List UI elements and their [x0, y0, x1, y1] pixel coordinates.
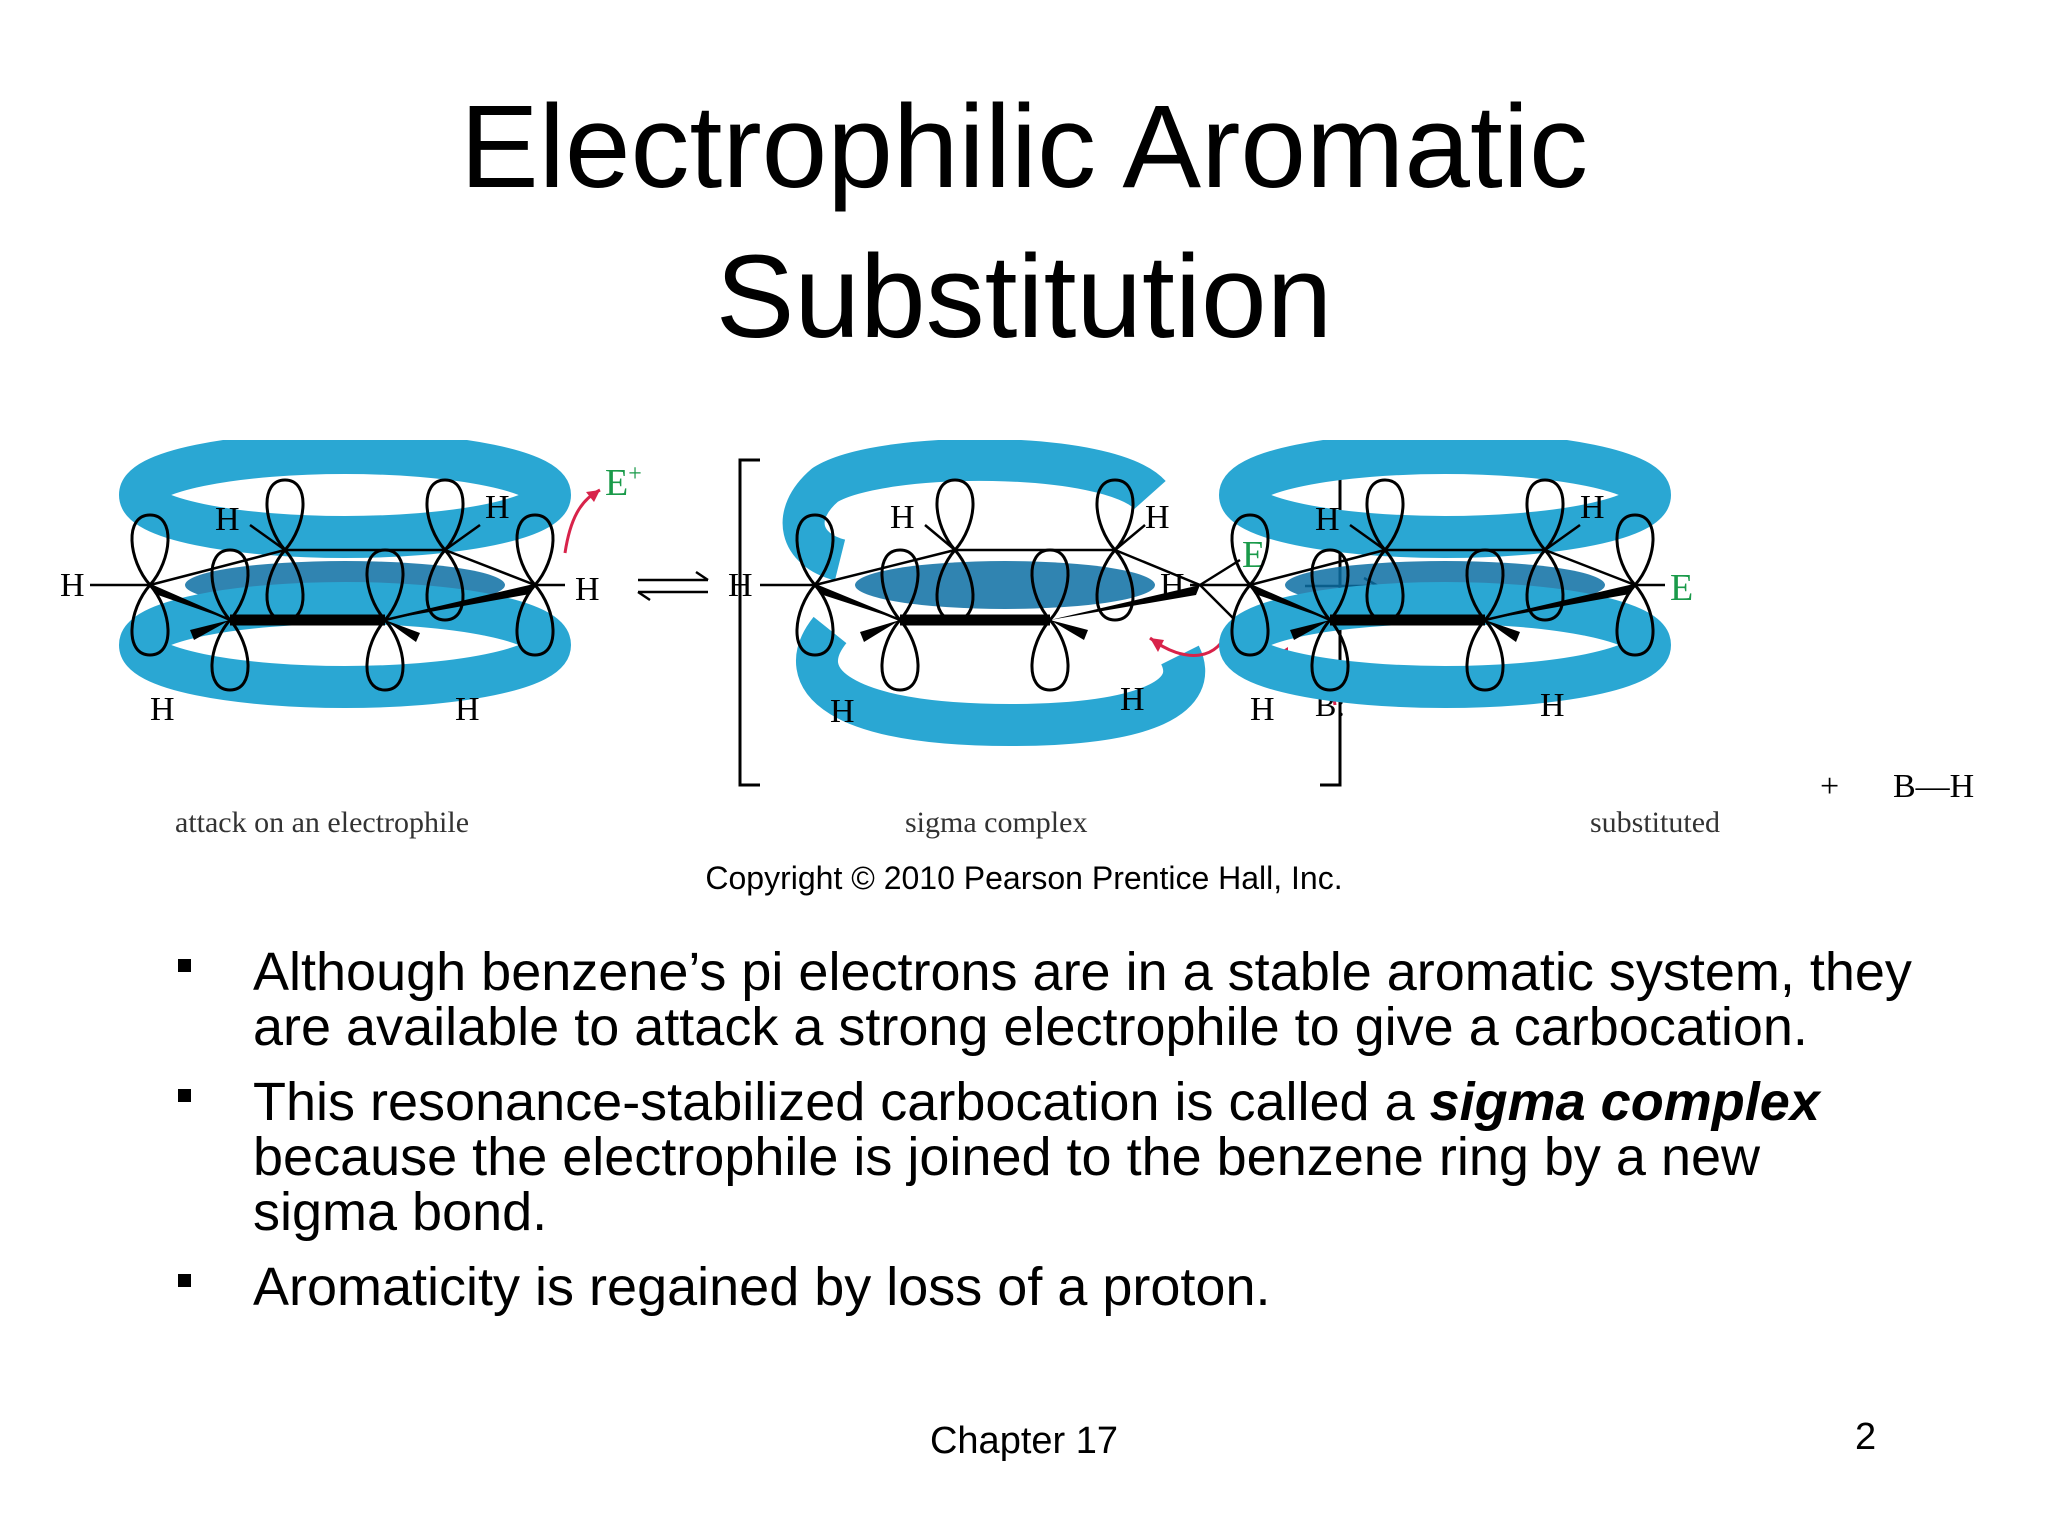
wedge-left: [815, 585, 900, 620]
h-label: H: [455, 691, 480, 728]
pi-ring-top: [1219, 440, 1671, 558]
bullet-text-before: This resonance-stabilized carbocation is…: [253, 1072, 1430, 1132]
bracket-left: [738, 458, 760, 787]
h-label: H: [1540, 687, 1565, 724]
h-label: H: [575, 571, 600, 608]
bullet-text: Aromaticity is regained by loss of a pro…: [253, 1257, 1271, 1317]
wedge-right: [385, 585, 535, 620]
h-label: H: [150, 691, 175, 728]
h-bonds: [90, 523, 565, 587]
electrophile-label: E+: [605, 461, 642, 504]
wedge-h-right: [1485, 620, 1520, 642]
e-label: E: [1670, 567, 1693, 609]
pi-ring-middle: [855, 561, 1155, 609]
bullet-marker: [178, 1089, 191, 1102]
h-label: H: [830, 693, 855, 730]
reaction-figure: H H H H H H E+ +: [60, 440, 1974, 839]
pi-ring-top: [119, 440, 571, 558]
page-number: 2: [1855, 1416, 1877, 1458]
wedge-right: [1485, 585, 1635, 620]
bullet-list: Although benzene’s pi electrons are in a…: [178, 945, 1918, 1335]
h-label: H: [485, 489, 510, 526]
bullet-text-after: because the electrophile is joined to th…: [253, 1127, 1761, 1242]
wedge-h-left: [1290, 620, 1330, 640]
bullet-item: Although benzene’s pi electrons are in a…: [178, 945, 1918, 1055]
bond-arrowhead: [1150, 638, 1164, 652]
wedge-left: [150, 585, 230, 620]
benzene-panel-1: H H H H H H E+: [60, 440, 642, 728]
copyright-notice: Copyright © 2010 Pearson Prentice Hall, …: [705, 860, 1343, 896]
h-label: H: [1145, 499, 1170, 536]
slide-title: Electrophilic Aromatic Substitution: [0, 72, 2048, 372]
byproduct-label: B—H: [1893, 768, 1974, 805]
slide-title-line-2: Substitution: [715, 231, 1333, 363]
footer-chapter: Chapter 17: [929, 1420, 1118, 1462]
bullet-item: This resonance-stabilized carbocation is…: [178, 1075, 1918, 1240]
h-label: H: [215, 501, 240, 538]
wedge-h-right: [1050, 620, 1088, 640]
benzene-panel-3: H H H H H E: [1160, 440, 1693, 728]
bullet-text: Although benzene’s pi electrons are in a…: [253, 942, 1912, 1057]
wedge-h-left: [860, 620, 900, 642]
caption-attack: attack on an electrophile: [175, 806, 469, 839]
h-label: H: [1580, 489, 1605, 526]
equilibrium-arrow: [637, 570, 709, 602]
e-label: E: [1242, 534, 1265, 576]
pi-ring-bottom: [796, 616, 1206, 747]
h-label: H: [60, 567, 85, 604]
h-label: H: [890, 499, 915, 536]
plus-sign: +: [1820, 768, 1839, 805]
h-label: H: [1120, 681, 1145, 718]
bullet-item: Aromaticity is regained by loss of a pro…: [178, 1260, 1918, 1315]
bullet-marker: [178, 959, 191, 972]
benzene-panel-2: + H H H H: [728, 440, 1367, 787]
wedge-h-left: [190, 620, 230, 640]
h-label: H: [1160, 567, 1185, 604]
caption-sigma-complex: sigma complex: [905, 806, 1087, 839]
caption-substituted: substituted: [1590, 806, 1720, 839]
bullet-emphasis: sigma complex: [1429, 1072, 1820, 1132]
bullet-marker: [178, 1274, 191, 1287]
h-label: H: [728, 567, 753, 604]
attack-arrowhead: [586, 490, 600, 502]
wedge-right: [1050, 585, 1200, 620]
slide-title-line-1: Electrophilic Aromatic: [460, 81, 1588, 213]
wedge-h-right: [385, 620, 420, 642]
wedge-left: [1250, 585, 1330, 620]
pi-ring-top: [782, 440, 1166, 581]
h-label: H: [1250, 691, 1275, 728]
h-label: H: [1315, 501, 1340, 538]
